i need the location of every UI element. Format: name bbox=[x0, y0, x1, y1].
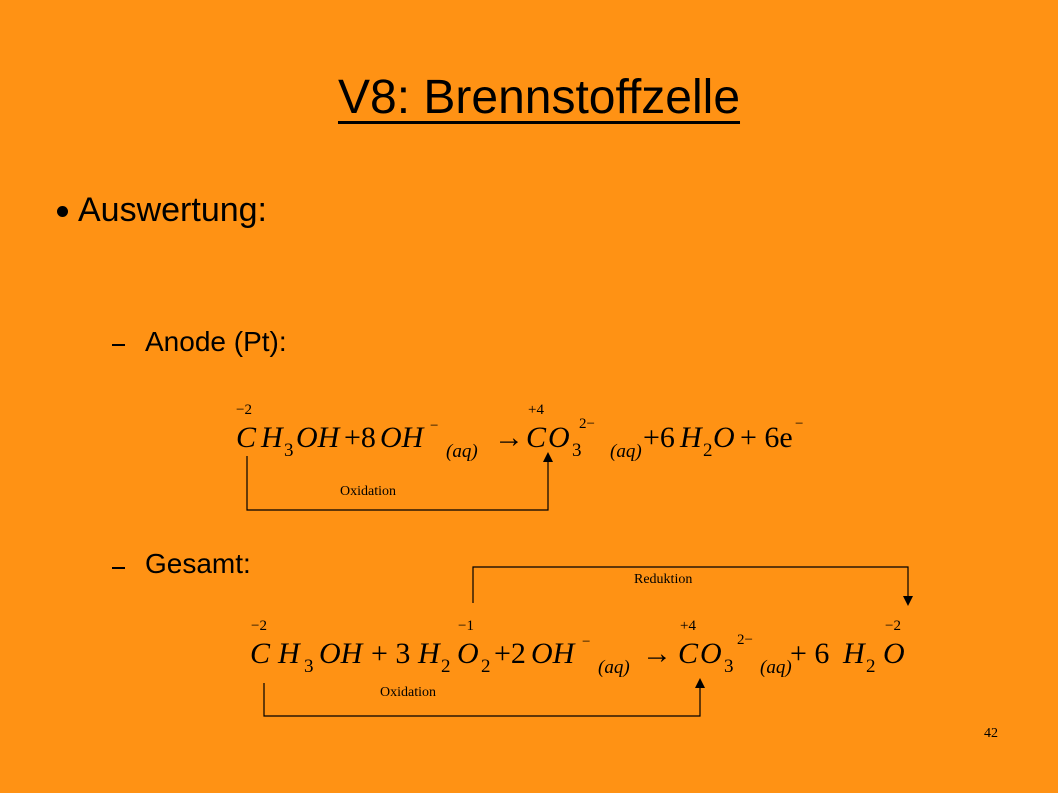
ox-number: −2 bbox=[885, 618, 901, 634]
eq-term: + 6 bbox=[790, 637, 829, 670]
eq-term: C bbox=[236, 421, 257, 454]
eq-term: O bbox=[457, 637, 479, 670]
eq-term: C bbox=[678, 637, 699, 670]
eq-term: O bbox=[700, 637, 722, 670]
eq-term: O bbox=[883, 637, 905, 670]
eq-term: − bbox=[795, 416, 803, 432]
sub-bullet-dash bbox=[112, 344, 125, 346]
slide-number: 42 bbox=[984, 726, 998, 741]
eq-term: 2− bbox=[579, 416, 595, 432]
eq-term: H bbox=[260, 421, 285, 454]
eq-term: (aq) bbox=[446, 441, 478, 462]
eq-term: 2− bbox=[737, 632, 753, 648]
oxidation-bracket bbox=[263, 683, 701, 717]
eq-term: − bbox=[582, 634, 590, 650]
eq-term: (aq) bbox=[598, 657, 630, 678]
eq-term: OH bbox=[531, 637, 577, 670]
reduction-bracket bbox=[472, 566, 909, 603]
sub-bullet-gesamt: Gesamt: bbox=[145, 548, 251, 579]
eq-term: 2 bbox=[866, 656, 876, 677]
ox-number: +4 bbox=[528, 402, 544, 418]
ox-number: −2 bbox=[251, 618, 267, 634]
eq-term: + 6e bbox=[740, 421, 793, 454]
bullet-auswertung: Auswertung: bbox=[78, 191, 267, 229]
eq-term: H bbox=[842, 637, 867, 670]
eq-term: +2 bbox=[494, 637, 526, 670]
slide-title: V8: Brennstoffzelle bbox=[337, 71, 741, 124]
eq-term: +8 bbox=[344, 421, 376, 454]
arrowhead bbox=[543, 452, 553, 462]
eq-term: C bbox=[526, 421, 547, 454]
ox-number: −2 bbox=[236, 402, 252, 418]
eq-term: +6 bbox=[643, 421, 675, 454]
eq-term: 3 bbox=[304, 656, 314, 677]
eq-term: 3 bbox=[724, 656, 734, 677]
sub-bullet-dash bbox=[112, 567, 125, 569]
oxidation-label: Oxidation bbox=[380, 685, 436, 700]
ox-number: +4 bbox=[680, 618, 696, 634]
eq-term: → bbox=[642, 637, 672, 670]
eq-term: O bbox=[713, 421, 735, 454]
eq-term: H bbox=[417, 637, 442, 670]
eq-term: + 3 bbox=[371, 637, 410, 670]
oxidation-label: Oxidation bbox=[340, 484, 396, 499]
eq-term: O bbox=[548, 421, 570, 454]
sub-bullet-anode: Anode (Pt): bbox=[145, 326, 287, 357]
eq-term: → bbox=[494, 421, 524, 454]
arrowhead bbox=[903, 596, 913, 606]
eq-term: 3 bbox=[284, 440, 294, 461]
eq-term: H bbox=[277, 637, 302, 670]
eq-term: 3 bbox=[572, 440, 582, 461]
eq-term: 2 bbox=[481, 656, 491, 677]
eq-term: 2 bbox=[441, 656, 451, 677]
reduction-label: Reduktion bbox=[634, 572, 692, 587]
eq-term: − bbox=[430, 418, 438, 434]
bullet-dot bbox=[57, 206, 68, 217]
eq-term: 2 bbox=[703, 440, 713, 461]
arrowhead bbox=[695, 678, 705, 688]
eq-term: (aq) bbox=[610, 441, 642, 462]
eq-term: OH bbox=[319, 637, 365, 670]
eq-term: (aq) bbox=[760, 657, 792, 678]
ox-number: −1 bbox=[458, 618, 474, 634]
eq-term: H bbox=[679, 421, 704, 454]
oxidation-bracket bbox=[246, 456, 549, 511]
eq-term: OH bbox=[296, 421, 342, 454]
eq-term: C bbox=[250, 637, 271, 670]
eq-term: OH bbox=[380, 421, 426, 454]
